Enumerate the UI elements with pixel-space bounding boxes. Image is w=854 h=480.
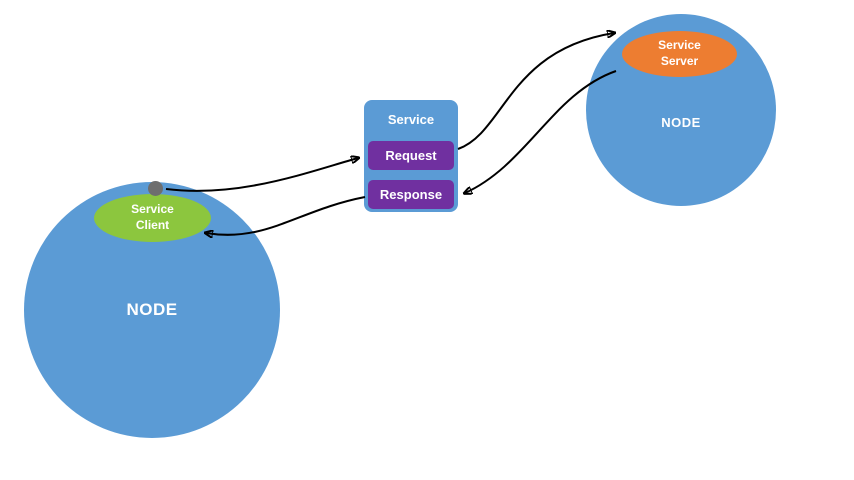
- response-box: Response: [368, 180, 454, 209]
- service-client-label-line1: Service: [131, 202, 174, 217]
- request-label: Request: [385, 148, 437, 163]
- arrow-client-to-request: [165, 158, 358, 192]
- service-server-label-line1: Service: [658, 38, 701, 53]
- service-client-ellipse: Service Client: [94, 194, 211, 242]
- service-server-ellipse: Service Server: [622, 31, 737, 77]
- response-label: Response: [379, 187, 443, 202]
- service-server-label-line2: Server: [660, 54, 699, 68]
- request-box: Request: [368, 141, 454, 170]
- right-node-label: NODE: [661, 114, 701, 130]
- service-client-label-line2: Client: [135, 218, 170, 232]
- connection-dot: [148, 181, 163, 196]
- service-box: Service Request Response: [364, 100, 458, 212]
- service-title: Service: [387, 112, 435, 127]
- left-node-label: NODE: [126, 300, 178, 319]
